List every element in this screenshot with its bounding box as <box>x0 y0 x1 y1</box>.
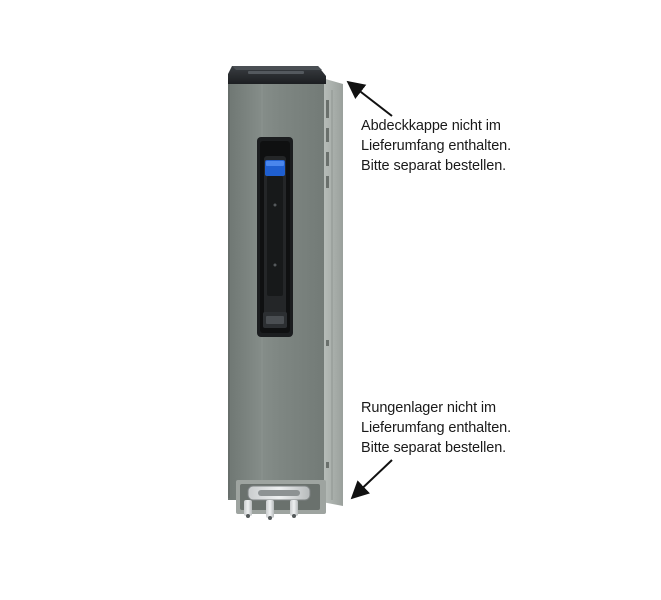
annotation-top: Abdeckkappe nicht im Lieferumfang enthal… <box>361 116 651 176</box>
arrow-icon <box>346 80 393 117</box>
annotation-top-line: Lieferumfang enthalten. <box>361 138 512 154</box>
arrow-icon <box>350 459 393 500</box>
end-cap <box>228 66 326 84</box>
profile-side-face <box>322 78 343 506</box>
bottom-bracket <box>236 480 326 520</box>
annotation-bottom-line: Rungenlager nicht im <box>361 400 497 416</box>
annotation-bottom-line: Bitte separat bestellen. <box>361 440 507 456</box>
annotation-bottom: Rungenlager nicht im Lieferumfang enthal… <box>361 398 651 458</box>
annotation-bottom-line: Lieferumfang enthalten. <box>361 420 512 436</box>
annotation-top-line: Abdeckkappe nicht im <box>361 118 501 134</box>
annotation-top-line: Bitte separat bestellen. <box>361 158 507 174</box>
latch-slider <box>263 160 287 328</box>
